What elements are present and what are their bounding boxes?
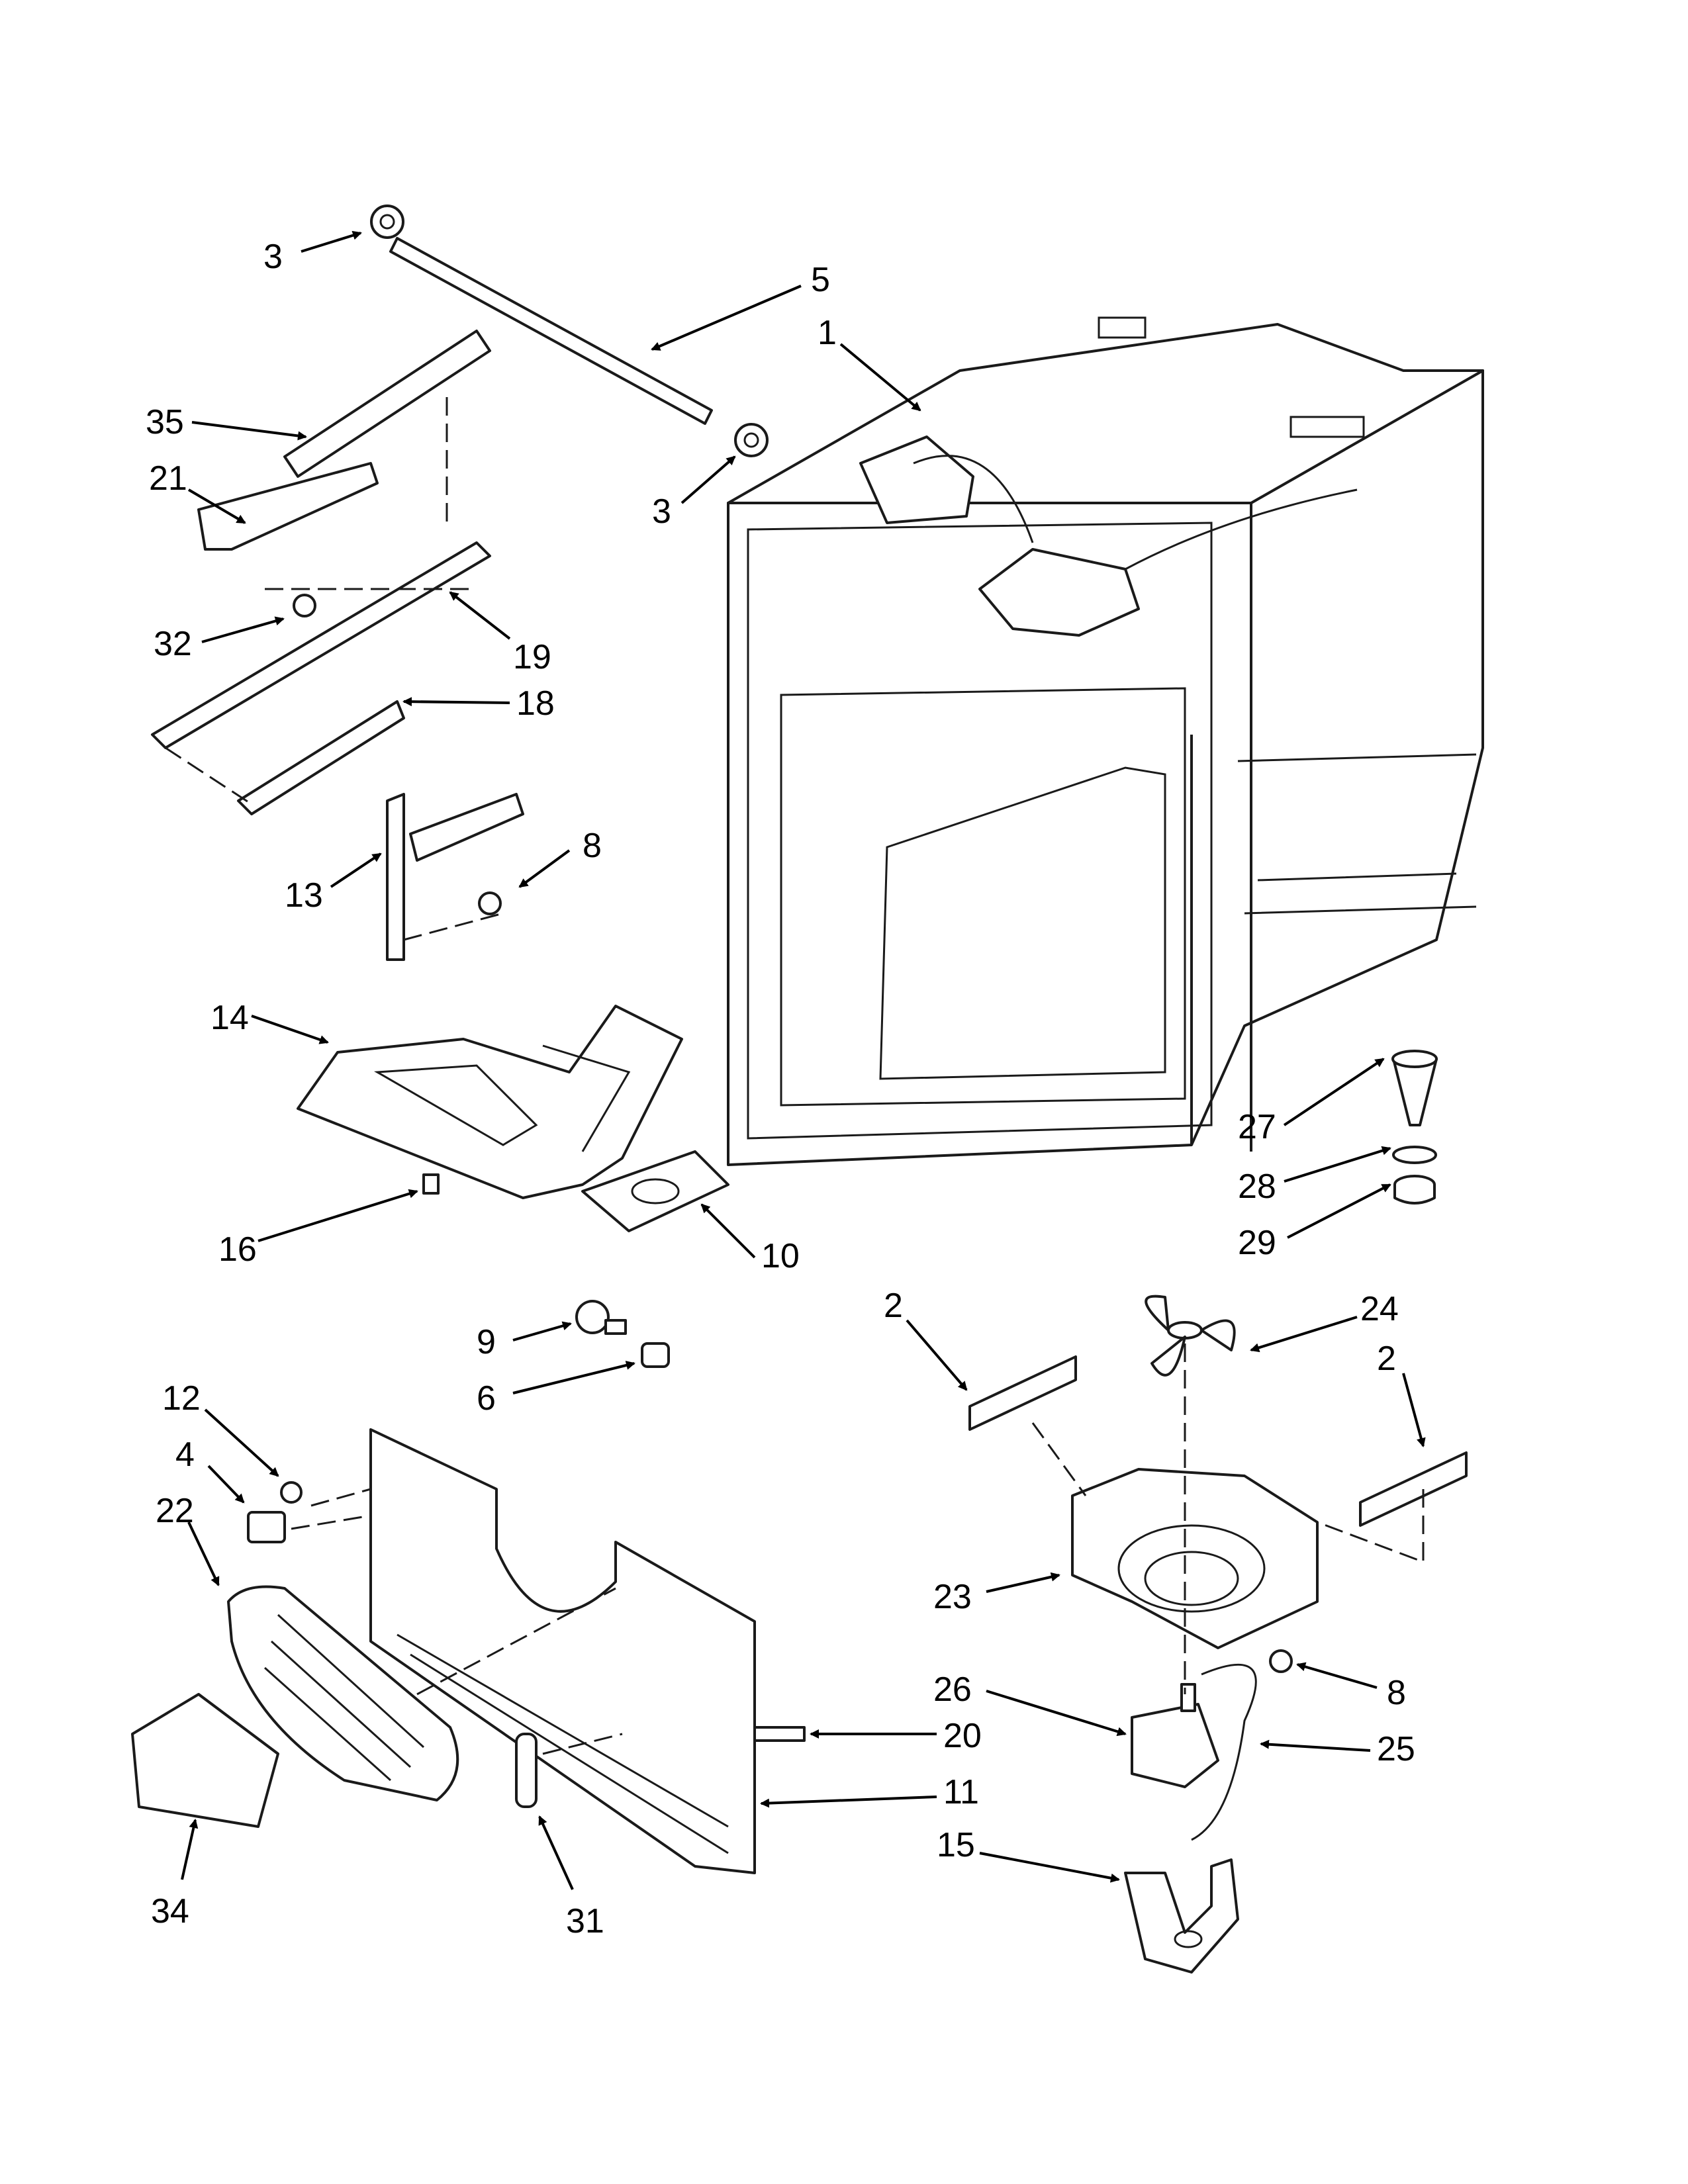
assembly-guide-lines-upper <box>165 397 477 805</box>
callout-leaders <box>181 230 1426 1890</box>
screw-part-right <box>1269 1649 1293 1673</box>
clip-part <box>422 1173 440 1195</box>
callout-16: 16 <box>218 1230 257 1269</box>
bulb-part <box>575 1300 627 1335</box>
fan-blade-part <box>1145 1295 1236 1377</box>
callout-5: 5 <box>811 261 830 299</box>
rail-cover-part <box>283 330 491 478</box>
assembly-guide-lines-fan <box>1031 1343 1425 1694</box>
callout-labels: 3 5 1 35 21 3 32 19 18 8 13 14 27 28 29 … <box>146 238 1415 1940</box>
callout-23: 23 <box>933 1578 972 1616</box>
callout-21: 21 <box>149 459 187 498</box>
callout-2-left: 2 <box>884 1287 903 1325</box>
callout-35: 35 <box>146 403 184 441</box>
callout-24: 24 <box>1360 1290 1399 1328</box>
callout-3-upper: 3 <box>263 238 283 276</box>
callout-18: 18 <box>516 684 555 723</box>
callout-32: 32 <box>154 625 192 663</box>
callout-9: 9 <box>477 1323 496 1361</box>
bulb-socket-part <box>641 1342 670 1368</box>
grommet-part <box>1393 1175 1436 1205</box>
fan-motor-part <box>1131 1683 1219 1788</box>
callout-25: 25 <box>1377 1730 1415 1768</box>
screw-part-middle <box>478 891 502 915</box>
ring-part <box>1392 1146 1437 1164</box>
cover-part <box>131 1693 279 1828</box>
callout-10: 10 <box>761 1237 800 1275</box>
slide-rail-part <box>151 541 491 749</box>
callout-28: 28 <box>1238 1167 1276 1206</box>
grille-part <box>227 1585 459 1801</box>
wire-harness-part <box>1191 1663 1257 1841</box>
callout-8-upper: 8 <box>583 827 602 865</box>
mounting-bracket-part <box>386 793 524 961</box>
callout-19: 19 <box>513 638 551 676</box>
callout-3-lower: 3 <box>652 492 671 531</box>
air-duct-shroud-part <box>297 1005 683 1199</box>
light-clip-part <box>515 1733 538 1808</box>
callout-31: 31 <box>566 1902 604 1940</box>
callout-4: 4 <box>175 1435 195 1474</box>
callout-2-right: 2 <box>1377 1340 1396 1378</box>
label-sheet-part <box>581 1150 729 1232</box>
shaft-part <box>389 237 713 425</box>
assembly-guide-line-bracket <box>403 912 504 941</box>
thermostat-part <box>247 1511 286 1543</box>
gear-part-lower <box>734 423 769 457</box>
freezer-liner-part <box>727 316 1484 1166</box>
callout-14: 14 <box>211 999 249 1037</box>
fan-shroud-part <box>1071 1468 1319 1649</box>
callout-15: 15 <box>937 1826 975 1864</box>
seal-strip-part <box>753 1726 806 1742</box>
callout-29: 29 <box>1238 1224 1276 1262</box>
assembly-guide-lines-lower <box>291 1488 623 1755</box>
callout-6: 6 <box>477 1379 496 1418</box>
slide-bracket-part <box>197 462 379 551</box>
screw-part-left <box>280 1481 303 1504</box>
foam-block-part-left <box>968 1355 1077 1431</box>
callout-1: 1 <box>818 314 837 352</box>
callout-27: 27 <box>1238 1108 1276 1146</box>
callout-8-lower: 8 <box>1387 1674 1406 1712</box>
callout-12: 12 <box>162 1379 201 1418</box>
gear-part-upper <box>370 205 404 239</box>
callout-11: 11 <box>943 1773 979 1811</box>
callout-26: 26 <box>933 1670 972 1709</box>
callout-34: 34 <box>151 1892 189 1931</box>
cup-part <box>1391 1050 1438 1126</box>
foam-block-part-right <box>1359 1451 1468 1527</box>
lower-rail-part <box>237 700 405 815</box>
motor-bracket-part <box>1124 1858 1239 1974</box>
evaporator-cover-panel-part <box>369 1428 756 1874</box>
screw-part-upper <box>293 594 316 617</box>
callout-13: 13 <box>285 876 323 915</box>
callout-20: 20 <box>943 1717 982 1755</box>
callout-22: 22 <box>156 1492 194 1530</box>
